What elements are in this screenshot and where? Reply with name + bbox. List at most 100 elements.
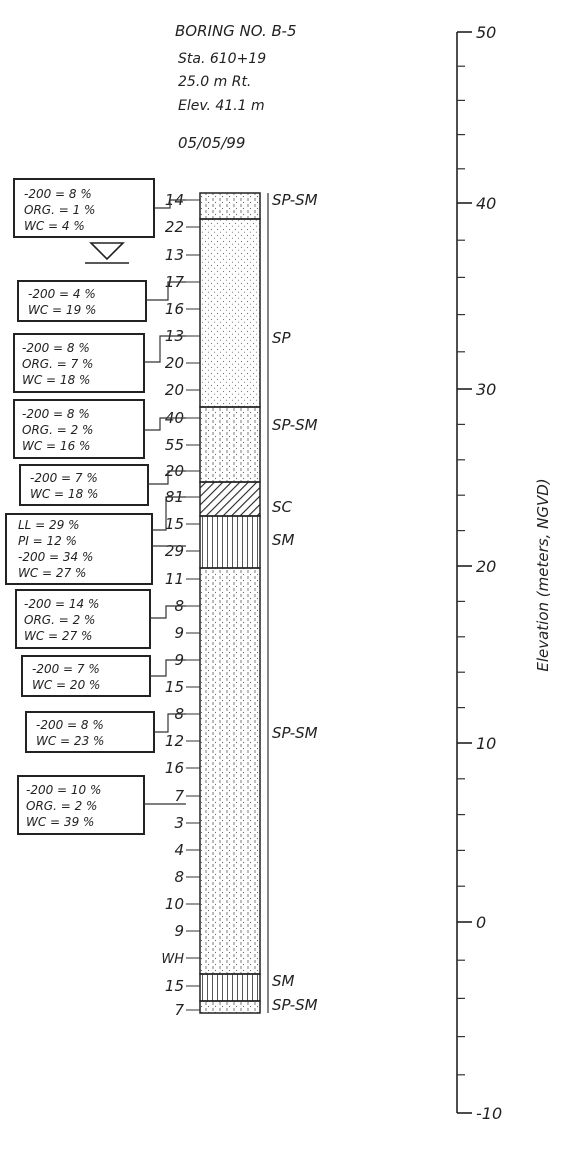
lab-line: -200 = 4 % [28,287,96,301]
svg-text:-200 = 4 %WC = 19 %: -200 = 4 %WC = 19 % [28,287,96,317]
lab-line: -200 = 8 % [36,718,104,732]
lab-line: -200 = 7 % [32,662,100,676]
blow-count: 7 [174,1001,184,1019]
blow-count: 29 [165,542,184,560]
lab-line: WC = 20 % [32,678,100,692]
blow-count: 7 [174,787,184,805]
svg-text:-200 = 7 %WC = 18 %: -200 = 7 % WC = 18 % [30,471,98,501]
soil-column [199,192,269,1014]
svg-text:-200 = 14 %ORG. = 2 %WC = 27 %: -200 = 14 % ORG. = 2 % WC = 27 % [24,597,99,643]
stratum-sm [199,515,261,569]
lab-box: -200 = 10 %ORG. = 2 %WC = 39 % [17,775,186,835]
lab-line: -200 = 10 % [26,783,101,797]
svg-text:-200 = 8 %ORG. = 1 %WC = 4 %: -200 = 8 %ORG. = 1 %WC = 4 % [24,187,95,233]
blow-count-row: 15 [165,515,200,533]
blow-count-row: 15 [165,678,200,696]
lab-box: -200 = 8 % WC = 23 % [25,711,186,753]
blow-count-row: 12 [165,732,200,750]
scale-major-tick: -10 [457,1104,502,1123]
stratum-sp-sm-upper [199,406,261,483]
scale-tick-label: 20 [476,557,496,576]
blow-count-row: 20 [165,354,200,372]
blow-count: 15 [165,977,184,995]
elevation-scale: 50 40 30 20 10 0 -10 Elevation (meters, … [456,23,552,1123]
blow-count: 55 [165,436,184,454]
lab-line: WC = 23 % [36,734,104,748]
stratum-sp-sm-main [199,567,261,975]
lab-line: -200 = 8 % [24,187,92,201]
lab-box: -200 = 7 % WC = 20 % [21,655,186,697]
scale-tick-label: -10 [476,1104,502,1123]
lab-line: WC = 18 % [30,487,98,501]
scale-tick-label: 40 [476,194,496,213]
lab-line: LL = 29 % [18,518,80,532]
blow-count-row: 15 [165,977,200,995]
scale-major-tick: 0 [457,913,486,932]
lab-line: ORG. = 2 % [24,613,95,627]
blow-count-row: 7 [174,1001,200,1019]
strata-label: SP-SM [272,416,318,434]
blow-count: 3 [174,814,184,832]
scale-tick-label: 10 [476,734,496,753]
svg-text:-200 = 8 %ORG. = 2 %WC = 16 %: -200 = 8 %ORG. = 2 %WC = 16 % [22,407,93,453]
blow-count: 13 [165,246,184,264]
strata-labels: SP-SM SP SP-SM SC SM SP-SM SM SP-SM [272,191,318,1014]
blow-count: 4 [174,841,184,859]
blow-count-row: 55 [165,436,200,454]
blow-count-row: 8 [174,868,200,886]
lab-line: ORG. = 2 % [26,799,97,813]
lab-line: WC = 4 % [24,219,85,233]
lab-box: -200 = 8 %ORG. = 1 %WC = 4 % [13,178,186,238]
blow-count: 22 [165,218,184,236]
scale-major-tick: 10 [457,734,496,753]
blow-count-row: 9 [174,922,200,940]
blow-count: 20 [165,354,184,372]
scale-major-tick: 50 [457,23,496,42]
lab-line: -200 = 8 % [22,341,90,355]
boring-number: BORING NO. B-5 [175,22,297,40]
lab-box: -200 = 14 % ORG. = 2 % WC = 27 % [15,589,186,649]
lab-box: -200 = 7 % WC = 18 % [19,464,186,506]
svg-text:-200 = 7 %WC = 20 %: -200 = 7 % WC = 20 % [32,662,100,692]
stratum-sp-sm-bottom [199,1000,261,1014]
blow-count: 20 [165,381,184,399]
lab-box: -200 = 4 %WC = 19 % [17,280,186,322]
lab-line: -200 = 14 % [24,597,99,611]
blow-count-row: 16 [165,759,200,777]
blow-count-row: 16 [165,300,200,318]
strata-label: SC [272,498,293,516]
scale-major-tick: 20 [457,557,496,576]
scale-axis-label: Elevation (meters, NGVD) [534,478,552,671]
blow-count-row: 20 [165,381,200,399]
lab-line: -200 = 7 % [30,471,98,485]
blow-count-row: 10 [165,895,200,913]
blow-count: 11 [165,570,184,588]
scale-tick-label: 50 [476,23,496,42]
scale-tick-label: 30 [476,380,496,399]
strata-label: SP-SM [272,724,318,742]
stratum-sp-sm-top [199,192,261,220]
lab-test-boxes: -200 = 8 %ORG. = 1 %WC = 4 % -200 = 4 %W… [5,178,186,835]
stratum-sp [199,218,261,408]
blow-count-row: 9 [174,624,200,642]
blow-count: 12 [165,732,184,750]
lab-box: -200 = 8 %ORG. = 7 %WC = 18 % [13,333,186,393]
lab-line: ORG. = 2 % [22,423,93,437]
svg-text:LL = 29 %PI = 12 %-200 = 34 %W: LL = 29 %PI = 12 %-200 = 34 %WC = 27 % [18,518,93,580]
station-text: Sta. 610+19 [178,51,266,67]
lab-line: ORG. = 7 % [22,357,93,371]
scale-minor-ticks [457,65,465,1076]
blow-count-row: 3 [174,814,200,832]
stratum-sc [199,481,261,517]
lab-line: WC = 27 % [18,566,86,580]
water-table-symbol [85,242,129,264]
boring-header: BORING NO. B-5 Sta. 610+19 25.0 m Rt. El… [175,22,297,152]
svg-text:-200 = 8 %ORG. = 7 %WC = 18 %: -200 = 8 %ORG. = 7 %WC = 18 % [22,341,93,387]
lab-line: WC = 27 % [24,629,92,643]
strata-label: SM [272,531,295,549]
blow-count-row: 29 [165,542,200,560]
strata-label: SP-SM [272,191,318,209]
blow-count: 16 [165,300,184,318]
blow-count: 9 [174,922,184,940]
